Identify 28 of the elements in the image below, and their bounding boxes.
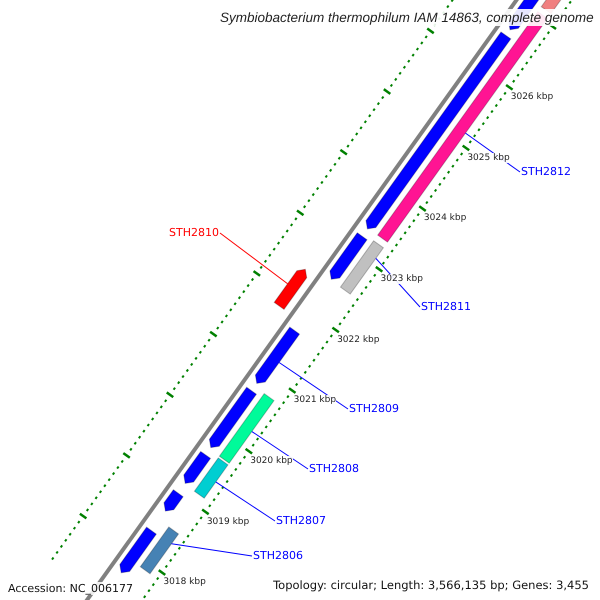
scale-label: 3024 kbp	[424, 213, 466, 224]
gene-bar	[140, 526, 180, 574]
gene-label: STH2808	[309, 462, 359, 474]
gene-label: STH2810	[169, 226, 219, 238]
gene-label: STH2806	[253, 548, 303, 562]
scale-label: 3021 kbp	[294, 395, 336, 406]
scale-label: 3023 kbp	[380, 274, 423, 284]
accession-label: Accession: NC_006177	[6, 582, 136, 595]
scale-label: 3019 kbp	[206, 516, 250, 527]
leader-line	[220, 232, 288, 284]
scale-label: 3025 kbp	[467, 152, 510, 163]
title: Symbiobacterium thermophilum IAM 14863, complete genome	[218, 9, 596, 26]
gene-bar	[194, 457, 229, 499]
gene-bar	[218, 392, 275, 464]
gene-bar	[254, 326, 300, 384]
gene-label: STH2809	[349, 402, 399, 414]
gene-label: STH2812	[521, 164, 571, 178]
scale-label: 3022 kbp	[337, 334, 380, 345]
gene-bar	[274, 268, 308, 310]
leader-line	[215, 481, 276, 522]
leader-line	[278, 362, 348, 410]
gene-label: STH2807	[276, 514, 326, 526]
gene-label: STH2811	[421, 300, 471, 312]
scale-label: 3020 kbp	[250, 456, 293, 466]
scale-label: 3026 kbp	[510, 92, 554, 102]
genome-info-label: Topology: circular; Length: 3,566,135 bp; Genes: 3,455	[271, 578, 591, 592]
leader-line	[251, 431, 308, 470]
scale-label: 3018 kbp	[163, 577, 206, 588]
